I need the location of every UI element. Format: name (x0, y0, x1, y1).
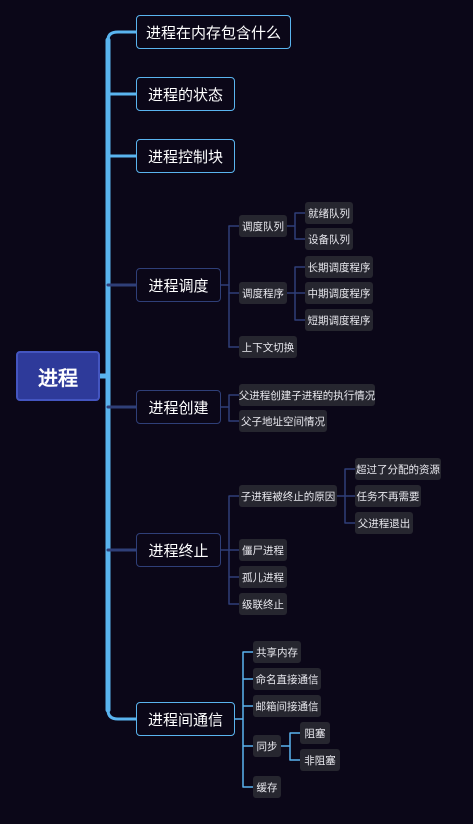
subtopic-scheduler[interactable]: 调度程序 (239, 282, 287, 304)
link-sync-children (280, 732, 301, 761)
subtopic-parent-child-execution[interactable]: 父进程创建子进程的执行情况 (239, 384, 375, 406)
subtopic-mailbox-indirect[interactable]: 邮箱间接通信 (253, 695, 321, 717)
subtopic-long-term-scheduler[interactable]: 长期调度程序 (305, 256, 373, 278)
subtopic-orphan-process[interactable]: 孤儿进程 (239, 566, 287, 588)
branch-ipc (106, 708, 138, 721)
subtopic-exceeded-resources[interactable]: 超过了分配的资源 (355, 458, 441, 480)
link-scheduler-children (286, 266, 306, 321)
subtopic-parent-exit[interactable]: 父进程退出 (355, 512, 413, 534)
subtopic-blocking[interactable]: 阻塞 (300, 722, 330, 744)
link-queue-children (286, 212, 306, 240)
topic-termination[interactable]: 进程终止 (136, 533, 221, 567)
topic-pcb[interactable]: 进程控制块 (136, 139, 235, 173)
link-termination-children (220, 495, 240, 605)
topic-state[interactable]: 进程的状态 (136, 77, 235, 111)
link-creation-children (220, 394, 240, 422)
link-reasons-children (336, 468, 356, 524)
root-node[interactable]: 进程 (16, 351, 100, 401)
subtopic-short-term-scheduler[interactable]: 短期调度程序 (305, 309, 373, 331)
branch-contents (106, 30, 138, 42)
subtopic-address-space[interactable]: 父子地址空间情况 (239, 410, 327, 432)
subtopic-context-switch[interactable]: 上下文切换 (239, 336, 297, 358)
subtopic-scheduling-queue[interactable]: 调度队列 (239, 215, 287, 237)
subtopic-cascading-termination[interactable]: 级联终止 (239, 593, 287, 615)
subtopic-task-unneeded[interactable]: 任务不再需要 (355, 485, 421, 507)
topic-creation[interactable]: 进程创建 (136, 390, 221, 424)
subtopic-shared-memory[interactable]: 共享内存 (253, 641, 301, 663)
subtopic-zombie-process[interactable]: 僵尸进程 (239, 539, 287, 561)
topic-ipc[interactable]: 进程间通信 (136, 702, 235, 736)
subtopic-synchronization[interactable]: 同步 (253, 735, 281, 757)
subtopic-ready-queue[interactable]: 就绪队列 (305, 202, 353, 224)
topic-contents[interactable]: 进程在内存包含什么 (136, 15, 291, 49)
topic-scheduling[interactable]: 进程调度 (136, 268, 221, 302)
subtopic-device-queue[interactable]: 设备队列 (305, 228, 353, 250)
subtopic-named-direct[interactable]: 命名直接通信 (253, 668, 321, 690)
subtopic-non-blocking[interactable]: 非阻塞 (300, 749, 340, 771)
link-ipc-children (234, 651, 254, 788)
subtopic-termination-reasons[interactable]: 子进程被终止的原因 (239, 485, 337, 507)
subtopic-mid-term-scheduler[interactable]: 中期调度程序 (305, 282, 373, 304)
subtopic-buffering[interactable]: 缓存 (253, 776, 281, 798)
